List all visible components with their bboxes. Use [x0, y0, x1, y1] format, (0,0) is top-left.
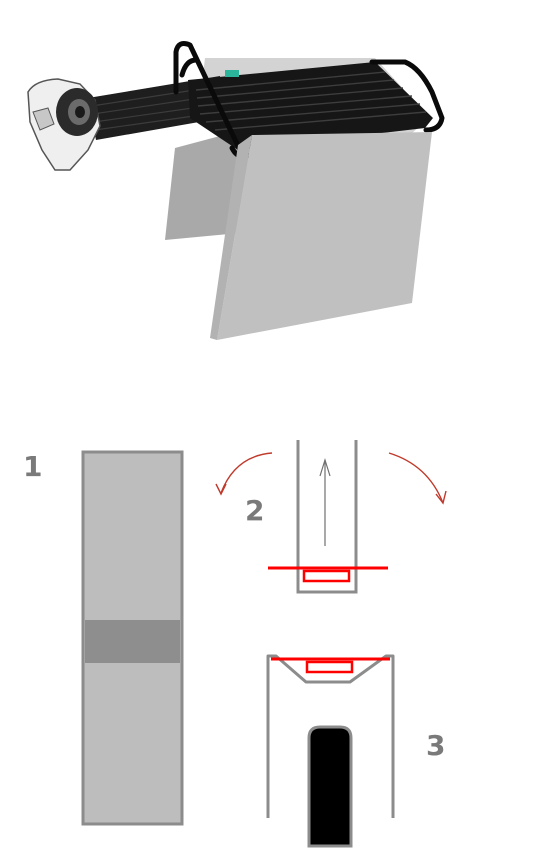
step-1: 1 [23, 450, 184, 826]
light-tube [88, 76, 222, 140]
light-rail [307, 725, 353, 848]
step-2-label: 2 [245, 494, 264, 527]
reflector-front-edge [210, 135, 252, 340]
up-arrow-icon [319, 457, 331, 546]
fixture-housing [188, 62, 433, 150]
step-3-label: 3 [426, 729, 445, 762]
indicator-light [225, 70, 239, 77]
fold-band [85, 620, 180, 663]
folded-sheet [296, 440, 358, 594]
red-clip-installed [271, 657, 390, 674]
end-cap-icon [27, 78, 101, 171]
reflector-front-panel [217, 132, 432, 340]
curved-arrow-left-icon [215, 452, 273, 496]
reflector-walls [266, 654, 395, 818]
curved-arrow-right-icon [388, 452, 447, 505]
light-fixture-illustration [27, 41, 445, 340]
step-3: 3 [266, 654, 445, 848]
red-clip [268, 566, 388, 583]
step-1-label: 1 [23, 450, 42, 483]
step-2: 2 [215, 440, 447, 594]
